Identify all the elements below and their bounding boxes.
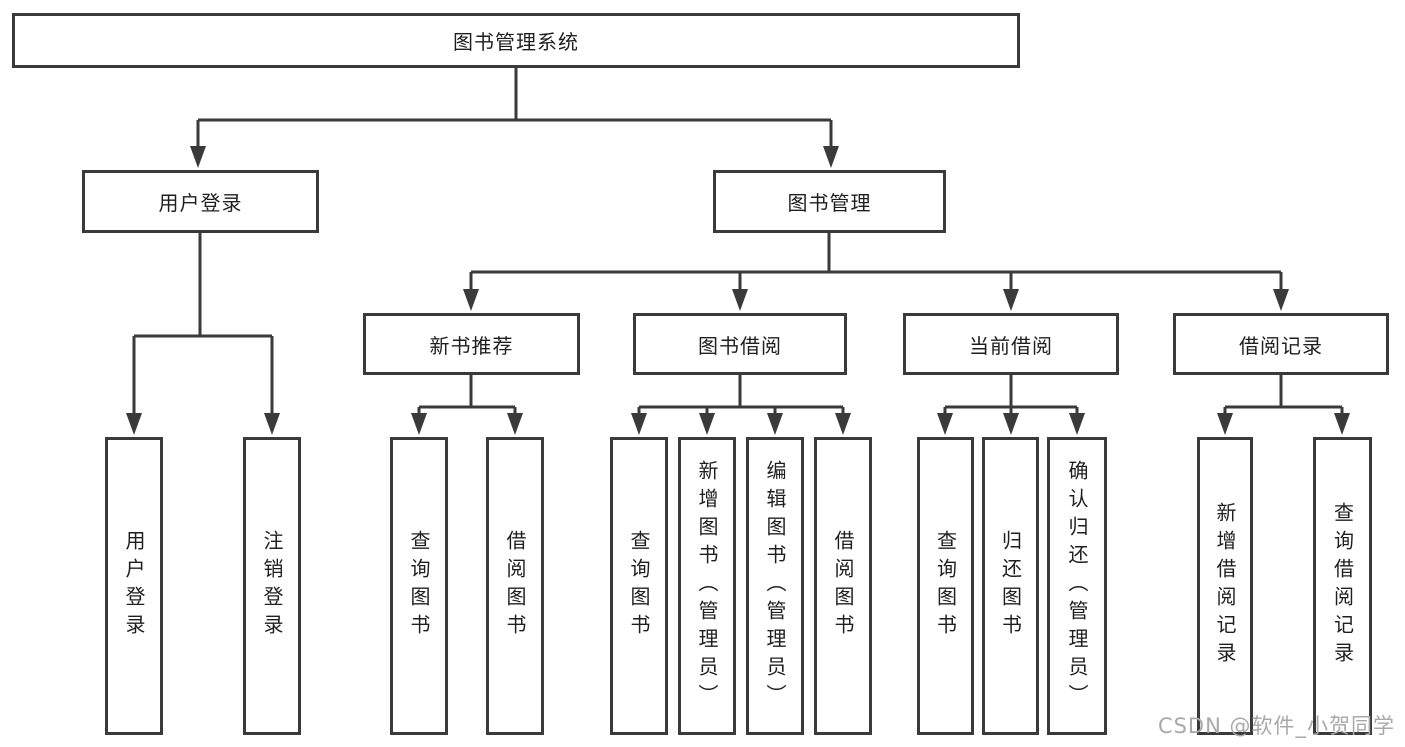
leaf-current-query-books: 查询图书 (917, 437, 974, 735)
node-book-management: 图书管理 (713, 170, 946, 233)
node-label: 图书管理 (787, 191, 872, 215)
arrow-down-icon (835, 413, 851, 435)
connector-root-to-level2 (196, 68, 833, 148)
node-label: 用户登录 (158, 191, 243, 215)
node-label: 图书管理系统 (453, 30, 579, 54)
arrow-down-icon (1273, 289, 1289, 311)
csdn-watermark: CSDN @软件_小贺同学 (1157, 714, 1395, 738)
node-label: 图书借阅 (698, 333, 782, 358)
leaf-label: 编辑图书（管理员） (763, 460, 787, 712)
arrow-down-icon (1069, 413, 1085, 435)
leaf-borrowing-borrow-books: 借阅图书 (814, 437, 872, 735)
leaf-label: 查询图书 (933, 530, 958, 642)
leaf-label: 新增借阅记录 (1213, 502, 1237, 670)
node-label: 新书推荐 (429, 333, 514, 358)
arrow-down-icon (937, 413, 953, 435)
leaf-logout: 注销登录 (243, 437, 301, 735)
node-book-borrowing: 图书借阅 (633, 313, 847, 375)
connector-mgmt-to-level3 (469, 233, 1283, 291)
arrow-down-icon (767, 413, 783, 435)
connector-records-to-leaves (1223, 375, 1344, 415)
arrow-down-icon (631, 413, 647, 435)
arrow-down-icon (463, 289, 479, 311)
node-user-login: 用户登录 (82, 170, 319, 233)
arrow-down-icon (411, 413, 427, 435)
arrow-down-icon (126, 413, 142, 435)
leaf-label: 归还图书 (998, 530, 1023, 642)
leaf-current-confirm-return-admin: 确认归还（管理员） (1047, 437, 1107, 735)
leaf-borrowing-add-books-admin: 新增图书（管理员） (678, 437, 736, 735)
arrow-down-icon (732, 289, 748, 311)
leaf-records-add-borrow-record: 新增借阅记录 (1197, 437, 1253, 735)
connector-newbooks-to-leaves (417, 375, 517, 415)
leaf-borrowing-edit-books-admin: 编辑图书（管理员） (746, 437, 804, 735)
leaf-borrowing-query-books: 查询图书 (610, 437, 668, 735)
arrow-down-icon (699, 413, 715, 435)
node-borrowing-records: 借阅记录 (1173, 313, 1389, 375)
leaf-current-return-books: 归还图书 (982, 437, 1039, 735)
leaf-records-query-borrow-record: 查询借阅记录 (1313, 437, 1372, 735)
leaf-label: 注销登录 (260, 530, 284, 642)
leaf-label: 查询图书 (407, 530, 431, 642)
connector-login-to-leaves (132, 233, 274, 415)
leaf-label: 借阅图书 (831, 530, 855, 642)
arrow-down-icon (1003, 413, 1019, 435)
leaf-newbooks-borrow-books: 借阅图书 (486, 437, 544, 735)
arrow-down-icon (823, 146, 839, 168)
arrow-down-icon (1334, 413, 1350, 435)
node-current-borrowing: 当前借阅 (903, 313, 1119, 375)
node-new-book-recommendation: 新书推荐 (363, 313, 580, 375)
leaf-user-login: 用户登录 (105, 437, 163, 735)
node-label: 借阅记录 (1239, 333, 1323, 358)
node-library-management-system: 图书管理系统 (12, 13, 1020, 68)
leaf-label: 确认归还（管理员） (1065, 460, 1089, 712)
leaf-label: 新增图书（管理员） (695, 460, 719, 712)
arrow-down-icon (1003, 289, 1019, 311)
leaf-label: 查询借阅记录 (1330, 502, 1355, 670)
arrow-down-icon (190, 146, 206, 168)
leaf-newbooks-query-books: 查询图书 (390, 437, 448, 735)
leaf-label: 查询图书 (627, 530, 651, 642)
node-label: 当前借阅 (969, 333, 1053, 358)
arrowheads (126, 146, 1350, 435)
connector-current-to-leaves (943, 375, 1079, 415)
leaf-label: 借阅图书 (503, 530, 527, 642)
connector-borrow-to-leaves (637, 375, 845, 415)
arrow-down-icon (507, 413, 523, 435)
leaf-label: 用户登录 (122, 530, 146, 642)
arrow-down-icon (264, 413, 280, 435)
arrow-down-icon (1217, 413, 1233, 435)
